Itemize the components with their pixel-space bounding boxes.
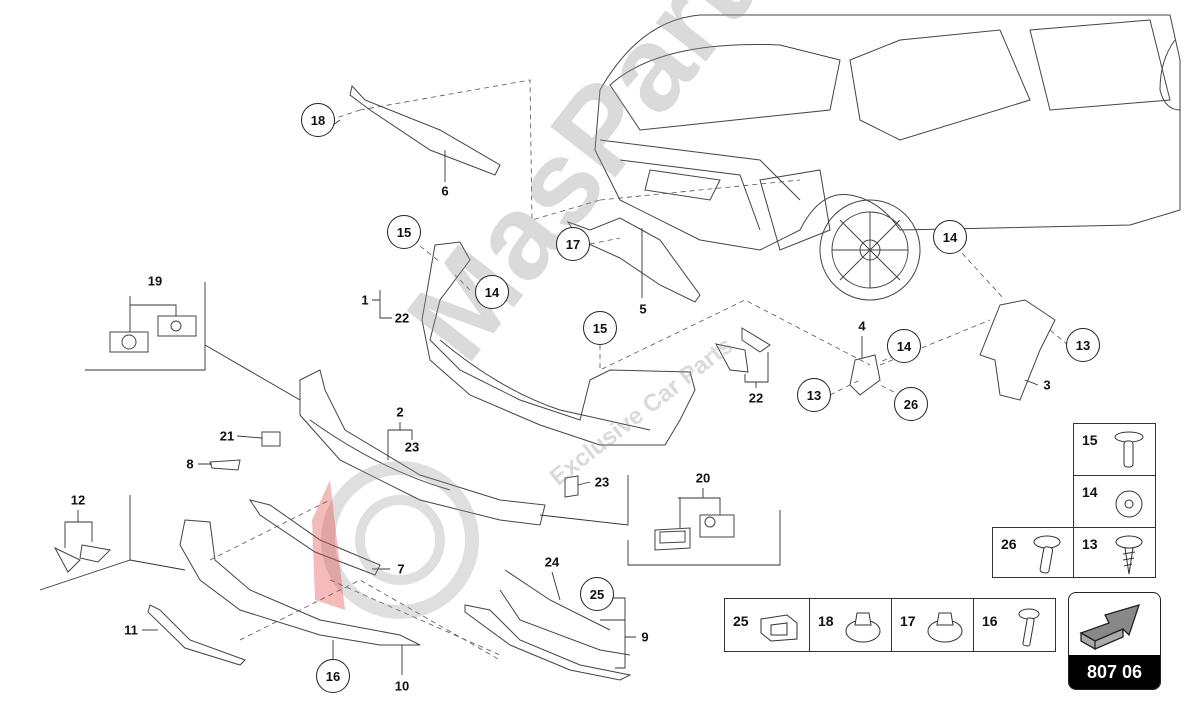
callout-14[interactable]: 14: [933, 220, 967, 254]
callout-8[interactable]: 8: [186, 456, 194, 472]
part-20b: [699, 514, 735, 538]
part-9: [464, 604, 632, 681]
nut-icon: [927, 612, 963, 643]
fastener-cell-15[interactable]: 15: [1073, 423, 1156, 476]
clip-icon: [760, 614, 798, 642]
callout-24[interactable]: 24: [544, 554, 560, 570]
callout-13[interactable]: 13: [797, 378, 831, 412]
fastener-cell-13[interactable]: 13: [1073, 527, 1156, 578]
callout-23[interactable]: 23: [404, 439, 420, 455]
diagram-code: 807 06: [1069, 655, 1160, 689]
fastener-label: 26: [1001, 536, 1017, 552]
callout-1[interactable]: 1: [361, 292, 369, 308]
part-4: [849, 354, 881, 396]
part-19b: [157, 315, 197, 337]
callout-14[interactable]: 14: [887, 329, 921, 363]
callout-16[interactable]: 16: [316, 659, 350, 693]
fastener-cell-17[interactable]: 17: [891, 598, 974, 652]
arrow-icon: [1079, 604, 1141, 651]
callout-6[interactable]: 6: [441, 183, 449, 199]
fastener-cell-25[interactable]: 25: [724, 598, 810, 652]
fastener-label: 13: [1082, 536, 1098, 552]
bolt-icon: [1018, 608, 1040, 647]
part-10: [179, 519, 421, 646]
callout-13[interactable]: 13: [1066, 328, 1100, 362]
callout-23[interactable]: 23: [594, 474, 610, 490]
nut-icon: [1115, 490, 1143, 518]
callout-15[interactable]: 15: [387, 215, 421, 249]
callout-4[interactable]: 4: [858, 318, 866, 334]
part-20a: [654, 527, 691, 551]
bolt-icon: [1033, 535, 1061, 574]
callout-20[interactable]: 20: [695, 470, 711, 486]
fastener-cell-16[interactable]: 16: [973, 598, 1056, 652]
callout-26[interactable]: 26: [894, 387, 928, 421]
fastener-label: 18: [818, 613, 834, 629]
callout-19[interactable]: 19: [147, 273, 163, 289]
part-22: [715, 327, 771, 373]
callout-12[interactable]: 12: [70, 492, 86, 508]
bolt-icon: [1114, 431, 1144, 468]
nut-icon: [845, 612, 881, 643]
fastener-label: 14: [1082, 484, 1098, 500]
part-5: [566, 217, 701, 303]
part-7: [248, 499, 381, 576]
car-rear-outline: [594, 14, 1181, 301]
fastener-cell-18[interactable]: 18: [809, 598, 892, 652]
part-8: [209, 459, 241, 471]
part-6: [349, 84, 501, 176]
fastener-cell-14[interactable]: 14: [1073, 475, 1156, 528]
callout-22[interactable]: 22: [394, 310, 410, 326]
callout-10[interactable]: 10: [394, 678, 410, 694]
callout-2[interactable]: 2: [396, 404, 404, 420]
callout-22[interactable]: 22: [748, 390, 764, 406]
part-11: [147, 604, 246, 666]
callout-5[interactable]: 5: [639, 301, 647, 317]
callout-11[interactable]: 11: [124, 622, 138, 638]
callout-15[interactable]: 15: [583, 311, 617, 345]
callout-17[interactable]: 17: [556, 227, 590, 261]
fastener-cell-26[interactable]: 26: [992, 527, 1074, 578]
callout-3[interactable]: 3: [1043, 377, 1051, 393]
part-12: [53, 544, 112, 573]
part-21: [261, 431, 281, 447]
fastener-label: 25: [733, 613, 749, 629]
callout-9[interactable]: 9: [641, 629, 649, 645]
callout-18[interactable]: 18: [301, 103, 335, 137]
next-diagram-button[interactable]: 807 06: [1068, 592, 1161, 690]
part-19a: [109, 331, 149, 353]
callout-21[interactable]: 21: [219, 428, 235, 444]
fastener-label: 16: [982, 613, 998, 629]
callout-7[interactable]: 7: [397, 561, 405, 577]
part-1-bumper: [421, 241, 696, 446]
part-23: [564, 475, 579, 498]
callout-14[interactable]: 14: [475, 275, 509, 309]
fastener-label: 17: [900, 613, 916, 629]
fastener-label: 15: [1082, 432, 1098, 448]
callout-25[interactable]: 25: [580, 577, 614, 611]
screw-icon: [1115, 535, 1143, 575]
part-2: [299, 369, 546, 526]
part-3: [979, 299, 1056, 401]
